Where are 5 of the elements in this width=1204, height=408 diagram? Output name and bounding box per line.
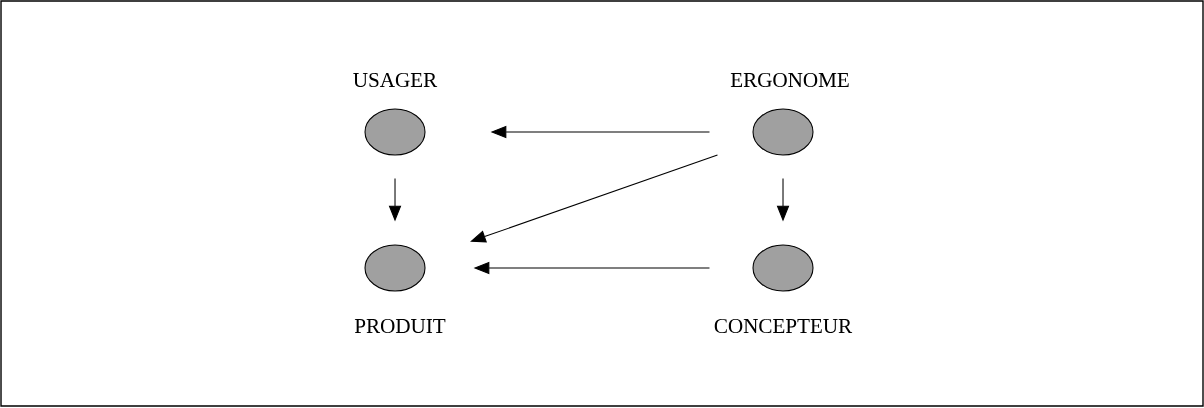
node-label: PRODUIT [354,318,446,334]
arrow [470,154,718,243]
node-label: ERGONOME [730,72,849,88]
node-label: USAGER [353,72,438,88]
node-label: CONCEPTEUR [714,318,853,334]
